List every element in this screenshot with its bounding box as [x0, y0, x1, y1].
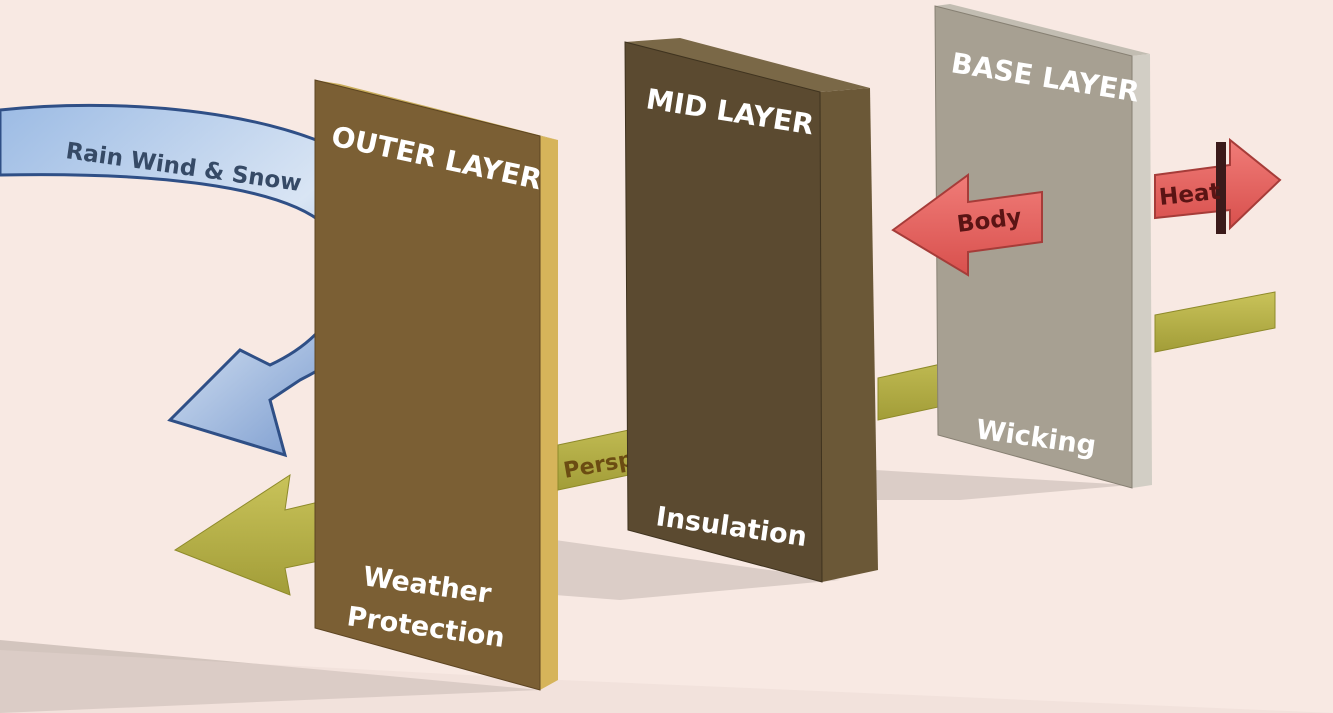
heat-divider	[1216, 142, 1226, 234]
heat-arrow: Heat	[1154, 137, 1282, 234]
perspiration-source-bar	[1154, 291, 1276, 353]
base-layer-panel: BASE LAYER Wicking	[934, 4, 1152, 489]
outer-layer-panel: OUTER LAYER Weather Protection	[314, 79, 558, 691]
body-heat-arrow: Body	[891, 173, 1043, 277]
floor-shadows	[0, 470, 1333, 713]
mid-layer-panel: MID LAYER Insulation	[624, 38, 878, 583]
heat-label: Heat	[1158, 179, 1222, 211]
